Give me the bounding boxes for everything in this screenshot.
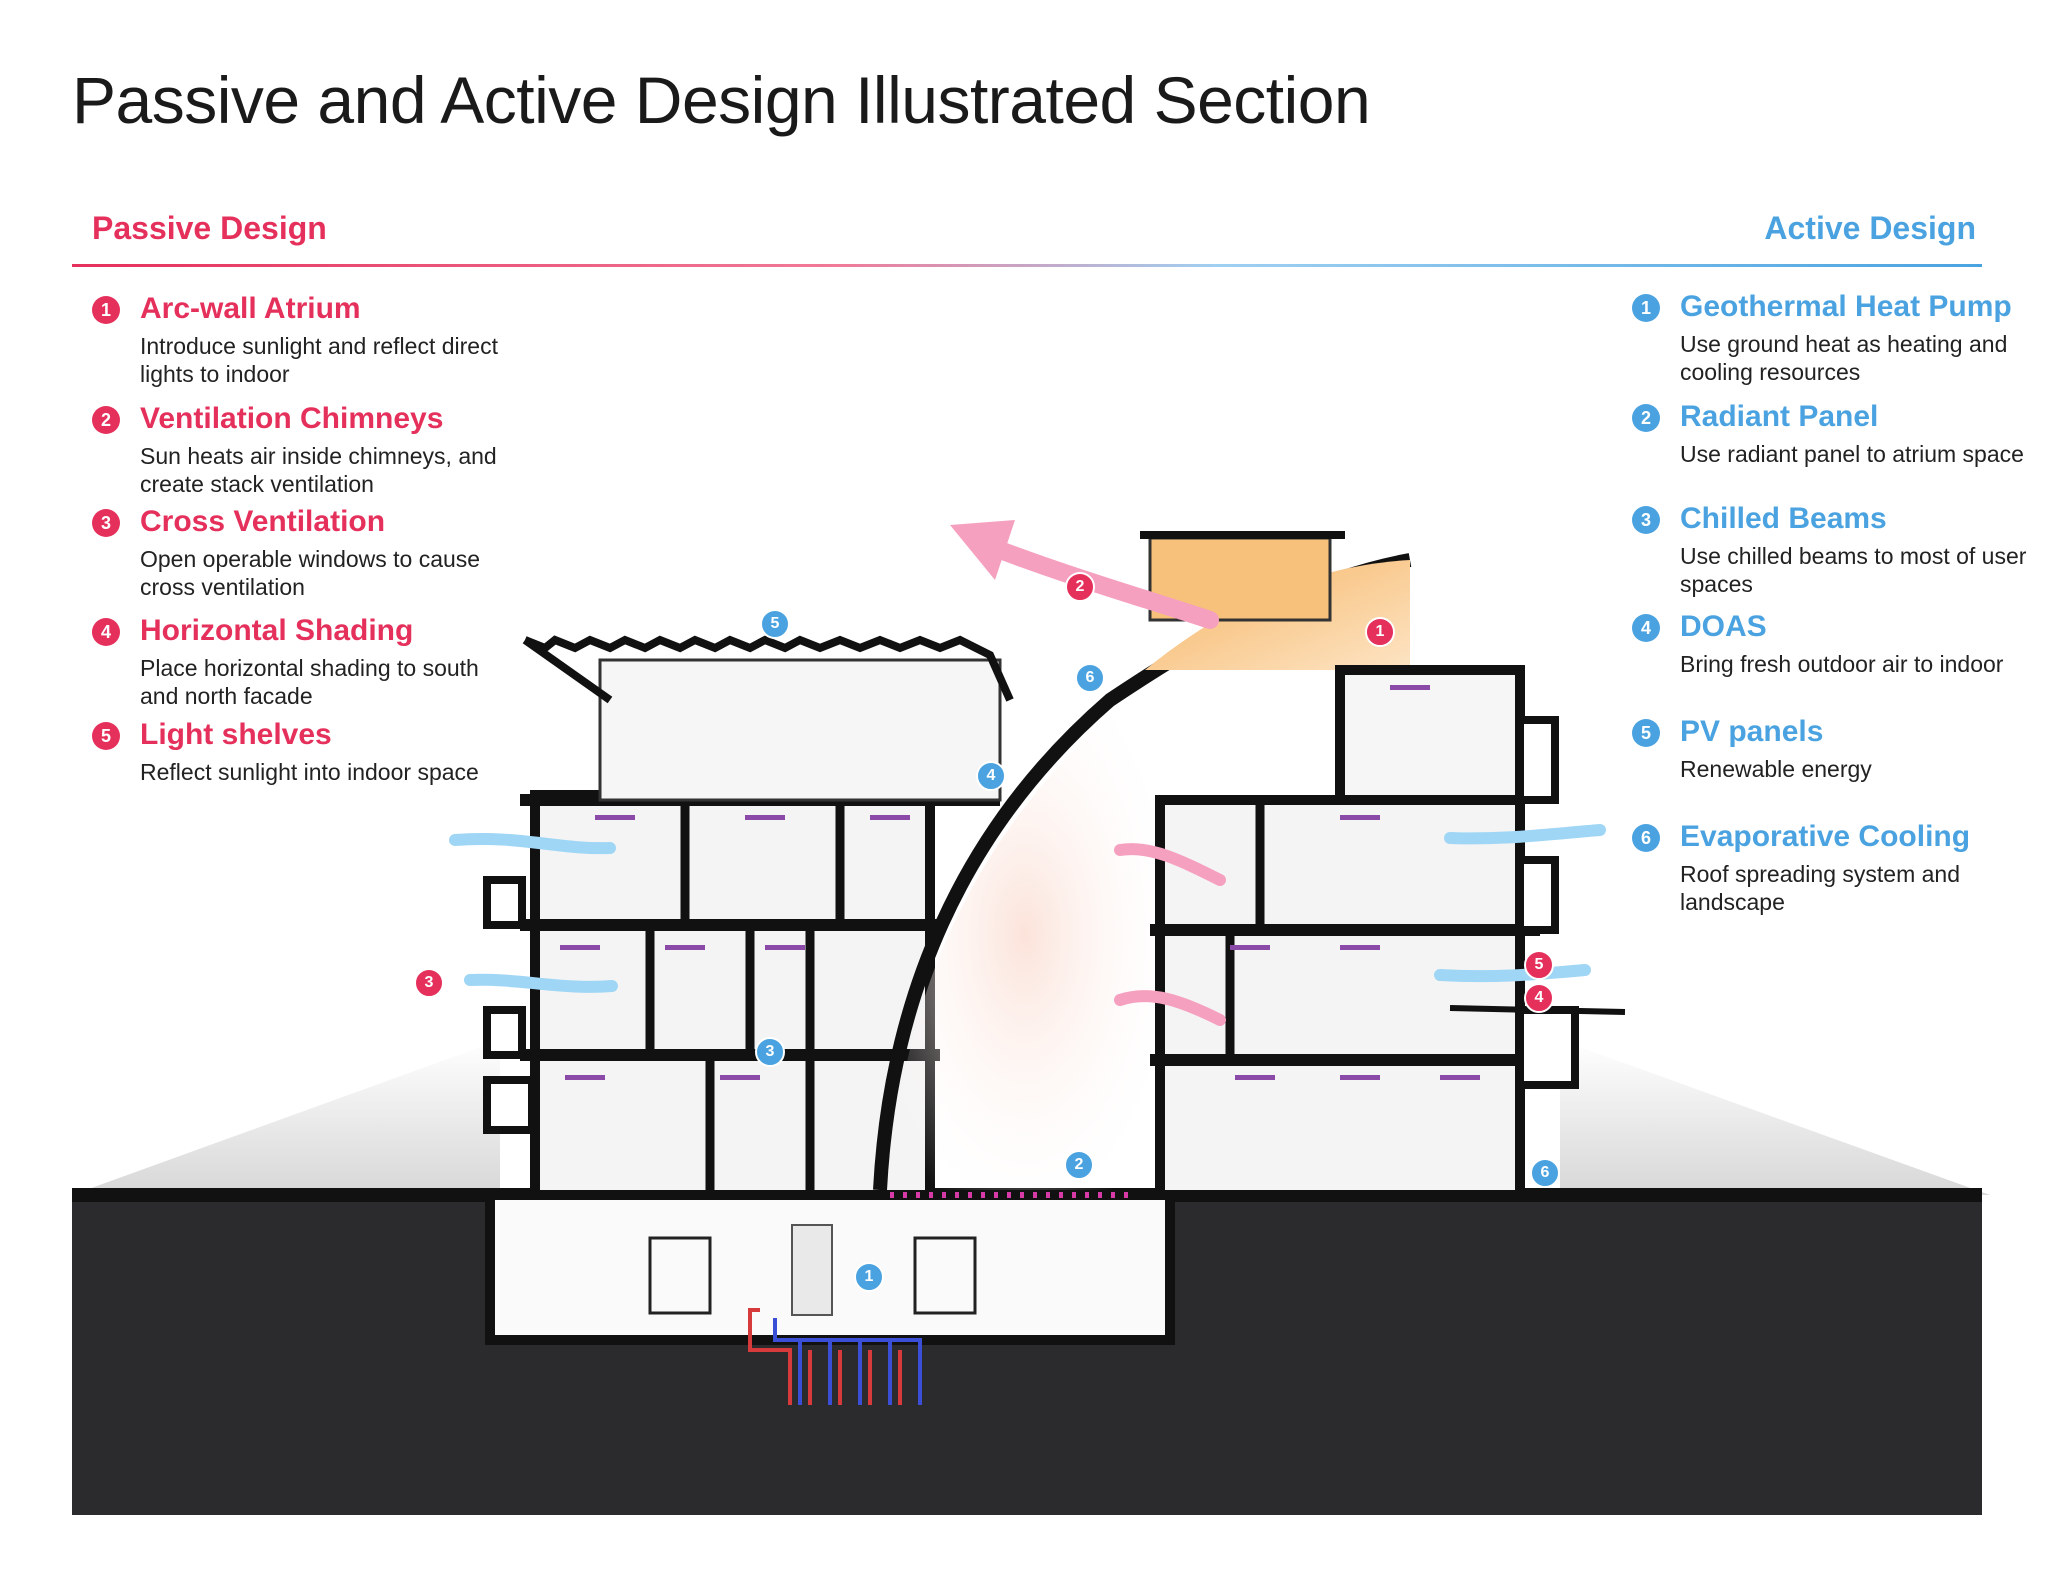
chilled-beam [1340, 945, 1380, 950]
active-item-description: Use chilled beams to most of user spaces [1680, 543, 2027, 597]
header-divider [72, 264, 1982, 267]
roof-beam [522, 636, 613, 704]
passive-item-title: Ventilation Chimneys [140, 402, 444, 435]
basement-door-1 [648, 1236, 712, 1315]
balcony [483, 876, 526, 929]
page-title: Passive and Active Design Illustrated Se… [72, 63, 1371, 137]
basement-door-2 [913, 1236, 977, 1315]
cross-ventilation-arrow [449, 832, 616, 855]
active-number-badge: 4 [1632, 614, 1660, 642]
active-number-badge: 5 [1632, 719, 1660, 747]
chilled-beam [1235, 1075, 1275, 1080]
chilled-beam [560, 945, 600, 950]
geothermal-pipe-blue [773, 1318, 922, 1405]
ground-perspective-right [1560, 1040, 1990, 1195]
right-block [1155, 795, 1525, 1200]
stack-ventilation-arrow [1114, 990, 1226, 1026]
active-number-badge: 2 [1632, 404, 1660, 432]
active-design-heading: Active Design [1764, 210, 1976, 246]
heat-pump-unit [791, 1224, 833, 1316]
passive-item-description: Place horizontal shading to south and no… [140, 655, 479, 709]
active-item-description: Roof spreading system and landscape [1680, 861, 1960, 915]
passive-item-title: Light shelves [140, 718, 332, 751]
marker-light-shelves: 5 [1524, 950, 1554, 980]
chilled-beam [745, 815, 785, 820]
active-item-title: PV panels [1680, 715, 1824, 748]
active-item-description: Bring fresh outdoor air to indoor [1680, 651, 2004, 677]
chilled-beam [595, 815, 635, 820]
marker-evaporative-cooling: 6 [1075, 663, 1105, 693]
chilled-beam [1340, 1075, 1380, 1080]
balcony [483, 1076, 536, 1134]
passive-number-badge: 4 [92, 618, 120, 646]
chilled-beam [665, 945, 705, 950]
active-item-title: Evaporative Cooling [1680, 820, 1971, 853]
marker-ventilation-chimneys: 2 [1065, 572, 1095, 602]
doas-arrow [1434, 964, 1591, 983]
passive-item-description: Sun heats air inside chimneys, and creat… [140, 443, 497, 497]
right-balcony [1516, 856, 1559, 934]
chilled-beam [870, 815, 910, 820]
stack-ventilation-arrow [991, 541, 1219, 629]
marker-cross-ventilation: 3 [414, 968, 444, 998]
chilled-beam [565, 1075, 605, 1080]
marker-doas: 4 [976, 761, 1006, 791]
left-block [530, 790, 935, 1200]
active-number-badge: 3 [1632, 506, 1660, 534]
balcony [483, 1006, 526, 1059]
chilled-beam [1440, 1075, 1480, 1080]
passive-item-description: Reflect sunlight into indoor space [140, 759, 479, 785]
active-item-title: DOAS [1680, 610, 1767, 643]
active-item-description: Renewable energy [1680, 756, 1872, 782]
active-item-title: Chilled Beams [1680, 502, 1887, 535]
marker-evaporative-cooling-landscape: 6 [1530, 1158, 1560, 1188]
doas-arrow [1444, 824, 1606, 845]
marker-radiant-panel: 2 [1064, 1150, 1094, 1180]
chilled-beam [1340, 815, 1380, 820]
active-number-badge: 6 [1632, 824, 1660, 852]
chilled-beam [765, 945, 805, 950]
passive-item-title: Cross Ventilation [140, 505, 386, 538]
passive-number-badge: 2 [92, 406, 120, 434]
passive-item-description: Introduce sunlight and reflect direct li… [140, 333, 498, 387]
active-number-badge: 1 [1632, 294, 1660, 322]
marker-arc-wall-atrium: 1 [1365, 617, 1395, 647]
pv-roof-sawtooth [523, 635, 1014, 702]
passive-item-title: Horizontal Shading [140, 614, 414, 647]
passive-number-badge: 5 [92, 722, 120, 750]
chilled-beam [1230, 945, 1270, 950]
marker-geothermal-heat-pump: 1 [854, 1262, 884, 1292]
cross-ventilation-arrow [464, 973, 618, 993]
marker-horizontal-shading: 4 [1524, 983, 1554, 1013]
marker-chilled-beams: 3 [755, 1037, 785, 1067]
right-top-floor [1335, 665, 1525, 805]
atrium-interior [890, 680, 1160, 1190]
passive-number-badge: 1 [92, 296, 120, 324]
stack-ventilation-arrow [1114, 843, 1226, 886]
chilled-beam [1390, 685, 1430, 690]
right-balcony [1516, 716, 1559, 804]
passive-number-badge: 3 [92, 509, 120, 537]
active-item-title: Radiant Panel [1680, 400, 1879, 433]
active-item-title: Geothermal Heat Pump [1680, 290, 2012, 323]
ground-perspective-left [72, 1040, 500, 1195]
active-item-description: Use radiant panel to atrium space [1680, 441, 2024, 467]
marker-pv-panels: 5 [760, 609, 790, 639]
top-floor-left [598, 658, 1002, 802]
stack-ventilation-arrowhead [950, 520, 1015, 580]
chilled-beam [720, 1075, 760, 1080]
chilled-beams [560, 685, 1480, 1080]
right-balcony [1516, 1006, 1579, 1089]
active-item-description: Use ground heat as heating and cooling r… [1680, 331, 2008, 385]
geothermal-pipe-red [748, 1308, 902, 1405]
passive-item-description: Open operable windows to cause cross ven… [140, 546, 481, 600]
passive-item-title: Arc-wall Atrium [140, 292, 361, 325]
passive-design-heading: Passive Design [92, 210, 327, 246]
